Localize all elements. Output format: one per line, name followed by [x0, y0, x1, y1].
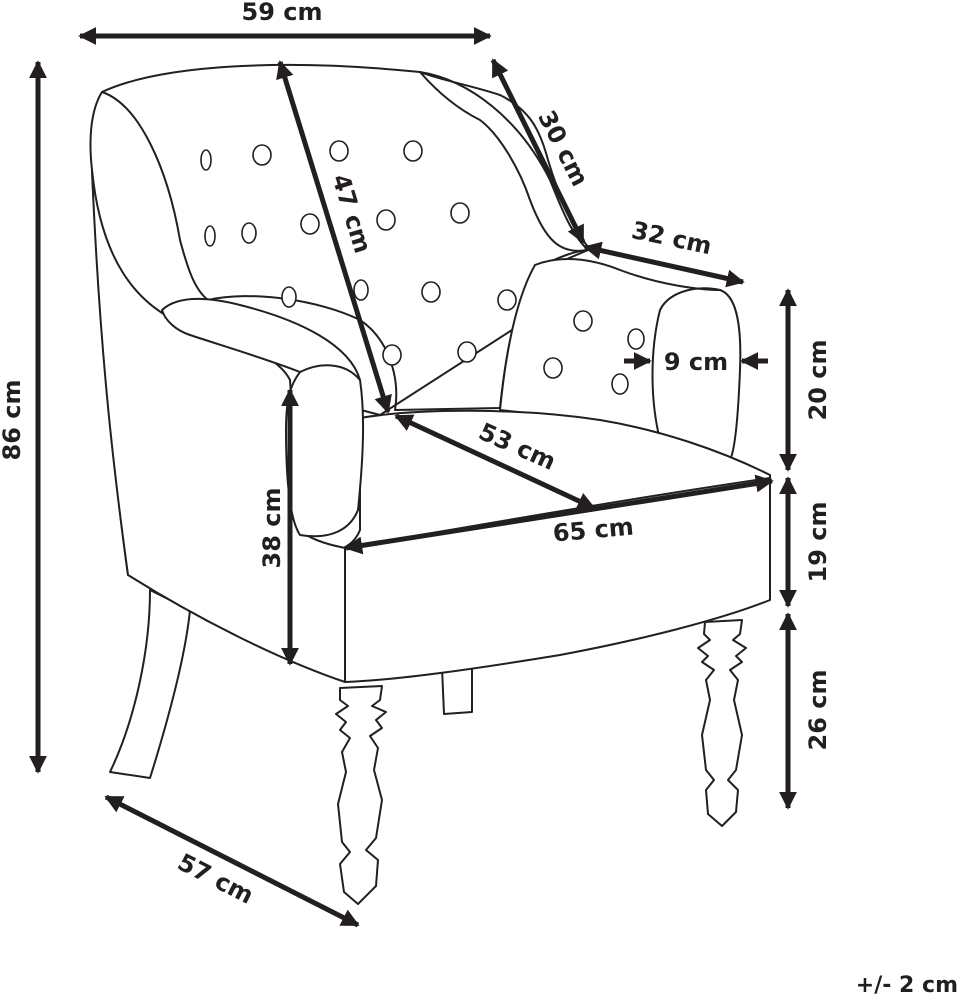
armrest-buttons: [543, 310, 645, 395]
rear-leg-left: [109, 589, 191, 779]
dim-armrest-depth-line: [583, 241, 745, 288]
label-seat-thickness: 19 cm: [804, 502, 832, 583]
tuft-button: [204, 225, 216, 247]
label-leg-height: 26 cm: [804, 670, 832, 751]
tuft-button: [353, 279, 369, 301]
tuft-button: [450, 202, 470, 224]
dim-depth-bottom-line: [104, 794, 360, 928]
label-height-total: 86 cm: [0, 380, 26, 461]
tuft-button: [543, 357, 563, 379]
dim-backrest-height-line: [276, 60, 392, 414]
tuft-button: [403, 140, 423, 162]
tuft-button: [457, 341, 477, 363]
tuft-button: [200, 149, 212, 171]
armrest-right-front: [651, 287, 721, 441]
tuft-button: [573, 310, 593, 332]
tuft-button: [421, 281, 441, 303]
tuft-button: [376, 209, 396, 231]
tuft-button: [627, 328, 645, 350]
tuft-button: [300, 213, 320, 235]
label-armrest-width: 9 cm: [664, 348, 728, 376]
dim-seat-width-line: [344, 474, 774, 555]
label-seat-from-arm: 38 cm: [258, 488, 286, 569]
tuft-button: [252, 144, 272, 166]
tuft-button: [497, 289, 517, 311]
dim-back-depth-line: [490, 58, 586, 244]
label-armrest-height: 20 cm: [804, 340, 832, 421]
tuft-button: [329, 140, 349, 162]
tuft-button: [611, 373, 629, 395]
armchair-illustration: [89, 63, 771, 905]
tolerance-note: +/- 2 cm: [856, 973, 958, 998]
label-armrest-depth: 32 cm: [629, 216, 714, 260]
dimension-lines: [29, 27, 797, 928]
tuft-button: [281, 286, 297, 308]
front-leg-left: [335, 685, 387, 905]
tuft-button: [382, 344, 402, 366]
front-leg-right: [697, 619, 747, 827]
label-width-top: 59 cm: [242, 0, 323, 26]
tuft-button: [241, 222, 257, 244]
label-depth-bottom: 57 cm: [173, 848, 258, 910]
